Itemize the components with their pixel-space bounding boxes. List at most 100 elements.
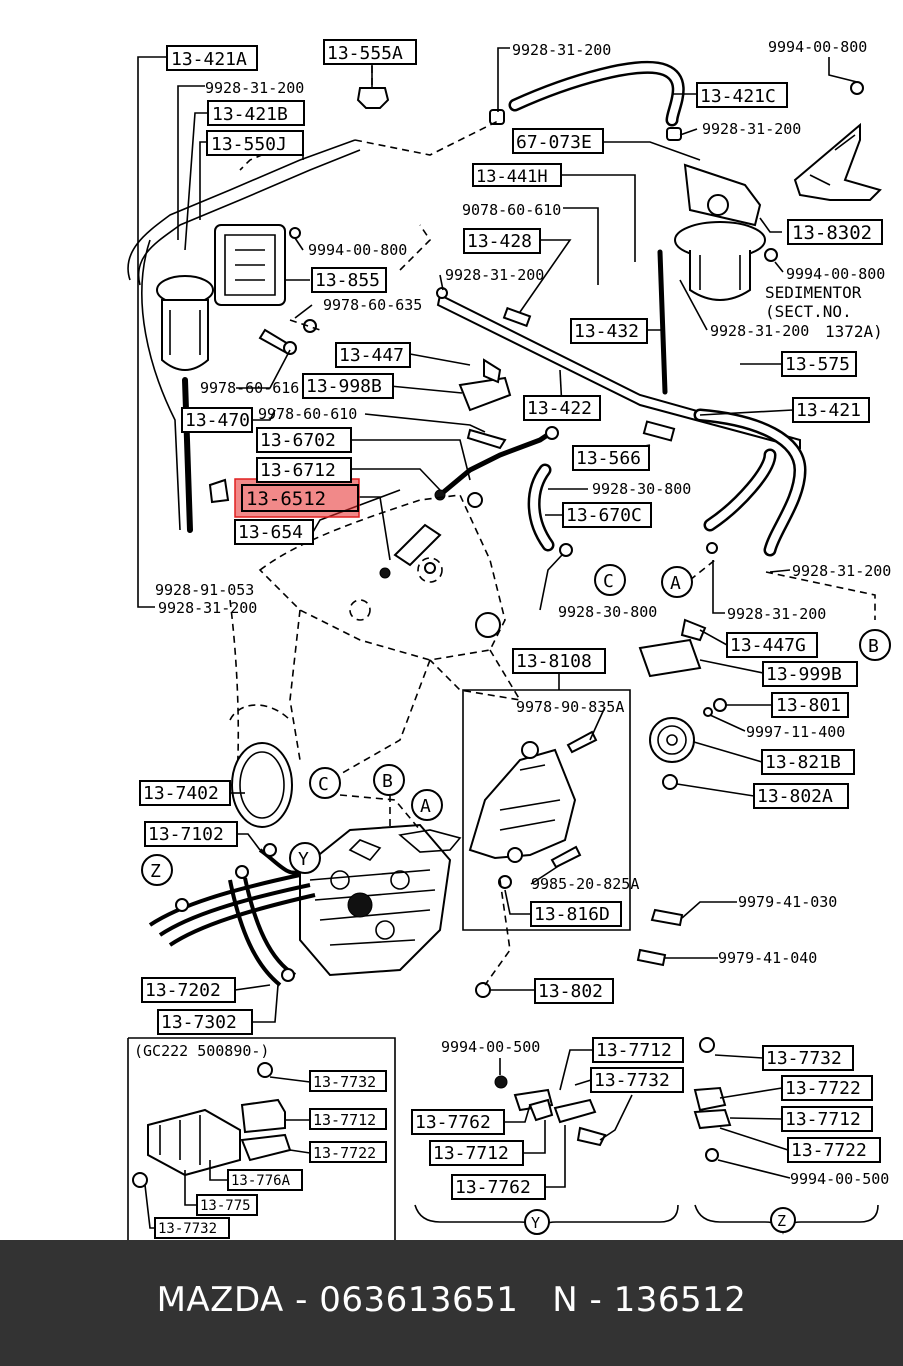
label-13-7732: 13-7732 — [158, 1221, 217, 1237]
label-9928-31-200: 9928-31-200 — [727, 605, 826, 623]
circle-label-b: B — [382, 771, 393, 792]
return-hose-top — [354, 60, 685, 156]
label-13-855: 13-855 — [315, 270, 380, 291]
label-13-7762: 13-7762 — [455, 1177, 531, 1198]
label-boxes — [139, 39, 883, 1239]
detail-panels — [127, 1037, 879, 1240]
label-13-6712: 13-6712 — [260, 460, 336, 481]
part-labels: 13-421A 9928-31-200 13-421B 13-550J 13-5… — [134, 38, 891, 1237]
injection-pipes — [148, 843, 316, 987]
label-9928-31-200: 9928-31-200 — [158, 599, 257, 617]
label-13-7712: 13-7712 — [313, 1111, 376, 1129]
label-9985-20-825A: 9985-20-825A — [531, 875, 639, 893]
footer-part-text: MAZDA - 063613651 N - 136512 — [156, 1280, 747, 1320]
label-13-816D: 13-816D — [534, 904, 610, 925]
pump-bracket-13-8108 — [462, 689, 631, 931]
label-13-776A: 13-776A — [231, 1173, 291, 1189]
label-9928-31-200: 9928-31-200 — [205, 79, 304, 97]
label-13-7732: 13-7732 — [313, 1073, 376, 1091]
label-13-421B: 13-421B — [212, 104, 288, 125]
label-9994-00-800: 9994-00-800 — [768, 38, 867, 56]
label-9078-60-610: 9078-60-610 — [462, 201, 561, 219]
label-9978-90-835A: 9978-90-835A — [516, 698, 624, 716]
label-13-7762: 13-7762 — [415, 1112, 491, 1133]
label-sedimentor: SEDIMENTOR — [765, 283, 862, 302]
label-9928-31-200: 9928-31-200 — [792, 562, 891, 580]
injection-pump — [299, 823, 462, 977]
label-13-7102: 13-7102 — [148, 824, 224, 845]
circle-label-c: C — [318, 774, 329, 795]
label-13-441H: 13-441H — [476, 167, 548, 187]
label-13-6512: 13-6512 — [246, 488, 326, 510]
label-13-7712: 13-7712 — [433, 1143, 509, 1164]
bracket-13-555A — [356, 66, 390, 109]
label-13-7722: 13-7722 — [791, 1140, 867, 1161]
label-9994-00-800: 9994-00-800 — [786, 265, 885, 283]
circle-label-z: Z — [150, 861, 161, 882]
fuel-pipes — [436, 249, 807, 557]
circle-label-a: A — [420, 796, 431, 817]
label-9979-41-040: 9979-41-040 — [718, 949, 817, 967]
engine-timing-case — [208, 478, 522, 828]
label-13-470: 13-470 — [185, 410, 250, 431]
label-9928-30-800: 9928-30-800 — [592, 480, 691, 498]
label-9994-00-800: 9994-00-800 — [308, 241, 407, 259]
leader-lines — [137, 47, 858, 1229]
circle-label-c: C — [603, 571, 614, 592]
label-13-801: 13-801 — [776, 695, 841, 716]
label-13-422: 13-422 — [527, 398, 592, 419]
label-13-7712: 13-7712 — [785, 1109, 861, 1130]
label-9978-60-616: 9978-60-616 — [200, 379, 299, 397]
label-13-998B: 13-998B — [306, 376, 382, 397]
label-9994-00-500: 9994-00-500 — [441, 1038, 540, 1056]
label-9928-91-053: 9928-91-053 — [155, 581, 254, 599]
label-9928-31-200: 9928-31-200 — [445, 266, 544, 284]
label-serial-range: (GC222 500890-) — [134, 1042, 269, 1060]
label-13-999B: 13-999B — [766, 664, 842, 685]
label-13-7202: 13-7202 — [145, 980, 221, 1001]
label-9978-60-610: 9978-60-610 — [258, 405, 357, 423]
injection-line — [379, 358, 559, 579]
label-13-802A: 13-802A — [757, 786, 833, 807]
label-9928-30-800: 9928-30-800 — [558, 603, 657, 621]
circle-label-a: A — [670, 573, 681, 594]
label-67-073E: 67-073E — [516, 132, 592, 153]
label-13-8302: 13-8302 — [792, 222, 872, 244]
label-13-7732: 13-7732 — [766, 1048, 842, 1069]
label-9928-31-200: 9928-31-200 — [710, 322, 809, 340]
label-13-432: 13-432 — [574, 321, 639, 342]
label-9978-60-635: 9978-60-635 — [323, 296, 422, 314]
label-13-421: 13-421 — [796, 400, 861, 421]
label-13-802: 13-802 — [538, 981, 603, 1002]
label-9928-31-200: 9928-31-200 — [512, 41, 611, 59]
label-13-7402: 13-7402 — [143, 783, 219, 804]
circle-label-z: Z — [777, 1212, 786, 1230]
label-sect-no: (SECT.NO. — [765, 302, 852, 321]
label-13-670C: 13-670C — [566, 505, 642, 526]
circle-label-b: B — [868, 636, 879, 657]
label-13-550J: 13-550J — [211, 134, 287, 155]
idler-pulley — [475, 618, 727, 998]
label-13-6702: 13-6702 — [260, 430, 336, 451]
label-13-447: 13-447 — [339, 345, 404, 366]
label-13-447G: 13-447G — [730, 635, 806, 656]
circle-label-y: Y — [531, 1214, 540, 1232]
circle-label-y: Y — [298, 849, 309, 870]
label-13-7722: 13-7722 — [313, 1144, 376, 1162]
label-13-566: 13-566 — [576, 448, 641, 469]
parts-diagram: 13-421A 9928-31-200 13-421B 13-550J 13-5… — [127, 38, 891, 1240]
label-13-7722: 13-7722 — [785, 1078, 861, 1099]
label-13-821B: 13-821B — [765, 752, 841, 773]
label-13-555A: 13-555A — [327, 43, 403, 64]
label-13-421C: 13-421C — [700, 86, 776, 107]
reference-circles — [141, 564, 891, 1235]
label-13-7712: 13-7712 — [596, 1040, 672, 1061]
label-9928-31-200: 9928-31-200 — [702, 120, 801, 138]
fuel-filter-assembly — [127, 139, 361, 533]
label-1372A: 1372A) — [825, 322, 883, 341]
label-13-775: 13-775 — [200, 1198, 251, 1214]
label-13-7302: 13-7302 — [161, 1012, 237, 1033]
label-13-8108: 13-8108 — [516, 651, 592, 672]
label-13-654: 13-654 — [238, 522, 303, 543]
footer-bar: MAZDA - 063613651 N - 136512 — [0, 1240, 903, 1366]
